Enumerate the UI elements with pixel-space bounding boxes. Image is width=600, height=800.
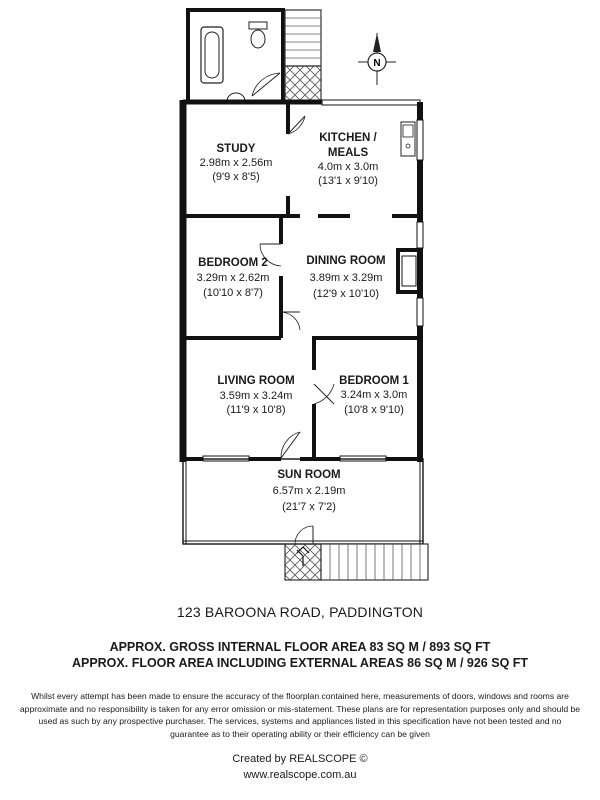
external-floor-area: APPROX. FLOOR AREA INCLUDING EXTERNAL AR…	[71, 656, 529, 670]
property-address: 123 BAROONA ROAD, PADDINGTON	[176, 604, 424, 620]
doors	[259, 115, 335, 459]
room-name: DINING ROOM	[306, 255, 385, 267]
room-label-bedroom2: BEDROOM 2 3.29m x 2.62m (10'10 x 8'7)	[197, 257, 270, 299]
interior-walls	[183, 102, 420, 458]
disclaimer-line: approximate and no responsibility is tak…	[19, 703, 581, 714]
north-arrow-icon: N	[358, 33, 396, 85]
room-dimensions-imperial: (11'9 x 10'8)	[226, 404, 285, 416]
room-name: BEDROOM 2	[198, 257, 268, 269]
room-label-study: STUDY 2.98m x 2.56m (9'9 x 8'5)	[200, 143, 273, 183]
room-label-living: LIVING ROOM 3.59m x 3.24m (11'9 x 10'8)	[217, 375, 294, 416]
creator-credit: Created by REALSCOPE ©	[232, 753, 368, 765]
rear-stairs	[284, 9, 322, 103]
room-label-bedroom1: BEDROOM 1 3.24m x 3.0m (10'8 x 9'10)	[339, 375, 409, 416]
room-dimensions-imperial: (10'10 x 8'7)	[203, 287, 263, 299]
room-dimensions-metric: 6.57m x 2.19m	[273, 485, 346, 497]
internal-floor-area: APPROX. GROSS INTERNAL FLOOR AREA 83 SQ …	[109, 640, 491, 654]
toilet-icon	[248, 21, 268, 49]
room-name: LIVING ROOM	[217, 375, 294, 387]
bathtub-icon	[200, 26, 224, 84]
bathroom-door	[248, 70, 281, 97]
compass-label: N	[373, 58, 380, 69]
bathroom	[186, 8, 285, 104]
disclaimer-line: used as such by any prospective purchase…	[38, 716, 562, 726]
room-dimensions-imperial: (12'9 x 10'10)	[313, 288, 379, 300]
room-dimensions-imperial: (9'9 x 8'5)	[212, 171, 260, 183]
sink-icon	[400, 121, 416, 157]
room-label-kitchen: KITCHEN / MEALS 4.0m x 3.0m (13'1 x 9'10…	[318, 132, 379, 187]
room-dimensions-metric: 3.89m x 3.29m	[310, 272, 383, 284]
room-dimensions-imperial: (13'1 x 9'10)	[318, 175, 378, 187]
room-label-sunroom: SUN ROOM 6.57m x 2.19m (21'7 x 7'2)	[273, 469, 346, 513]
room-name: STUDY	[217, 143, 256, 155]
room-dimensions-imperial: (10'8 x 9'10)	[344, 404, 404, 416]
room-dimensions-metric: 3.59m x 3.24m	[220, 390, 293, 402]
floor-plan: N	[179, 8, 429, 581]
room-dimensions-metric: 3.24m x 3.0m	[341, 389, 408, 401]
room-dimensions-metric: 2.98m x 2.56m	[200, 157, 273, 169]
room-dimensions-metric: 3.29m x 2.62m	[197, 272, 270, 284]
basin-icon	[226, 92, 246, 102]
room-name: BEDROOM 1	[339, 375, 409, 387]
room-name: KITCHEN /	[319, 132, 377, 144]
disclaimer-line: guarantee as to their operating ability …	[170, 728, 430, 739]
entry-arrow-icon	[296, 546, 310, 566]
room-name-line2: MEALS	[328, 147, 369, 159]
room-name: SUN ROOM	[277, 469, 340, 481]
room-dimensions-imperial: (21'7 x 7'2)	[282, 501, 336, 513]
website-link[interactable]: www.realscope.com.au	[243, 769, 357, 781]
disclaimer-line: Whilst every attempt has been made to en…	[31, 691, 569, 701]
room-dimensions-metric: 4.0m x 3.0m	[318, 161, 379, 173]
disclaimer: Whilst every attempt has been made to en…	[10, 690, 590, 740]
outer-walls	[179, 99, 424, 462]
front-stairs	[284, 543, 429, 581]
room-label-dining: DINING ROOM 3.89m x 3.29m (12'9 x 10'10)	[306, 255, 385, 300]
